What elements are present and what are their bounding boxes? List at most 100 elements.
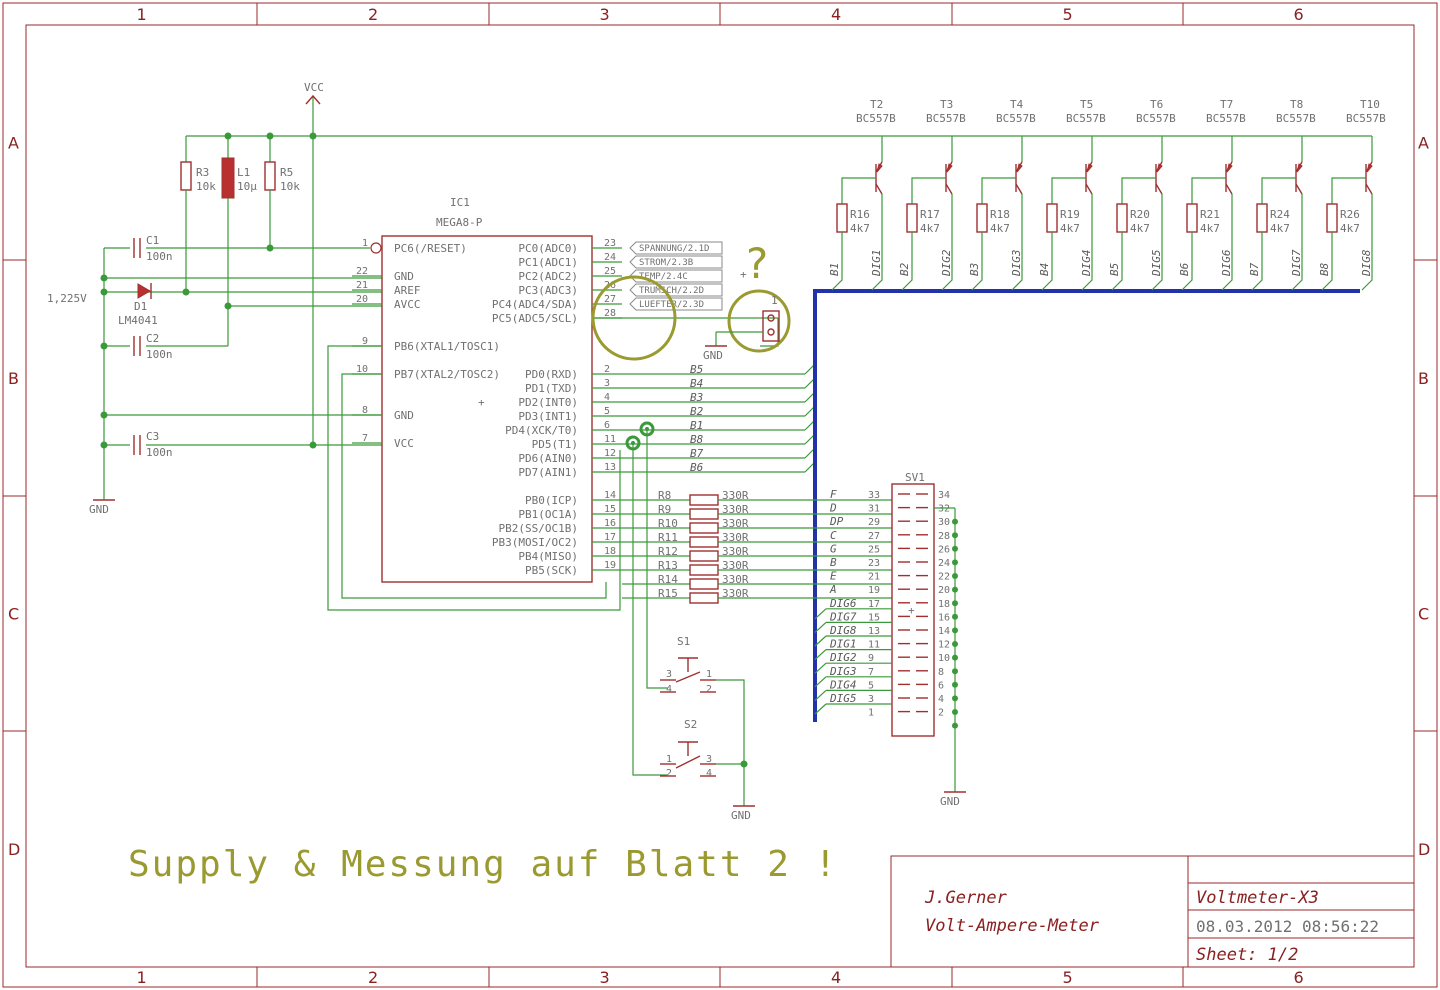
net-tag bbox=[629, 241, 723, 255]
gnd-label-sv1: GND bbox=[940, 795, 960, 808]
switch-s2[interactable]: S2 1 3 2 4 bbox=[660, 718, 716, 779]
pd-net-label: B3 bbox=[690, 391, 703, 404]
sv1-pin-number: 29 bbox=[868, 517, 880, 528]
digit-net-label: DIG1 bbox=[870, 250, 883, 278]
ic1-pin-number: 9 bbox=[362, 336, 368, 347]
svg-text:2: 2 bbox=[666, 768, 672, 779]
resistor-name: R16 bbox=[850, 208, 870, 221]
ic1-pin-number: 1 bbox=[362, 238, 368, 249]
ic1-pin-number: 27 bbox=[604, 294, 616, 305]
description: Volt-Ampere-Meter bbox=[925, 916, 1100, 936]
sv1-pin-number: 9 bbox=[868, 653, 874, 664]
col-label-bottom: 6 bbox=[1294, 968, 1304, 987]
resistor-value: 330R bbox=[722, 587, 749, 600]
pd-net-label: B7 bbox=[690, 447, 704, 460]
ic1-pin-name: PB3(MOSI/OC2) bbox=[492, 536, 578, 549]
pd-net-label: B1 bbox=[690, 419, 703, 432]
base-resistor bbox=[1116, 203, 1128, 233]
sv1-pin-number: 25 bbox=[868, 544, 880, 555]
resistor-value: 4k7 bbox=[990, 222, 1010, 235]
sheet-note: Supply & Messung auf Blatt 2 ! bbox=[128, 844, 838, 885]
adc-net-tags: SPANNUNG/2.1DSTROM/2.3BTEMP/2.4CTRUMSCH/… bbox=[629, 241, 723, 311]
sv1-pin-number: 24 bbox=[938, 558, 950, 569]
ic1-pin-name: PD2(INT0) bbox=[518, 396, 578, 409]
base-net-label: B5 bbox=[1108, 263, 1121, 276]
ic1-pin-number: 6 bbox=[604, 420, 610, 431]
sv1-net-label: DIG3 bbox=[829, 665, 857, 678]
resistor-name: R20 bbox=[1130, 208, 1150, 221]
c1-value: 100n bbox=[146, 250, 173, 263]
sv1-body bbox=[891, 483, 935, 737]
ic1-pin-name: PB6(XTAL1/TOSC1) bbox=[394, 340, 500, 353]
r5-resistor bbox=[264, 161, 276, 191]
vref-label: 1,225V bbox=[47, 292, 87, 305]
base-net-label: B3 bbox=[968, 263, 981, 276]
sv1-pin-number: 27 bbox=[868, 531, 880, 542]
row-label-left: D bbox=[8, 840, 20, 859]
pd-net-label: B5 bbox=[690, 363, 703, 376]
resistor-name: R8 bbox=[658, 489, 671, 502]
digit-net-label: DIG5 bbox=[1150, 250, 1163, 278]
ic1-pin-number: 24 bbox=[604, 252, 616, 263]
resistor-value: 4k7 bbox=[850, 222, 870, 235]
resistor-name: R15 bbox=[658, 587, 678, 600]
svg-text:+: + bbox=[908, 604, 915, 617]
svg-text:4: 4 bbox=[666, 684, 672, 695]
net-tag bbox=[629, 255, 723, 269]
ic1-pin-name: PB7(XTAL2/TOSC2) bbox=[394, 368, 500, 381]
ic1-pin-name: PD4(XCK/T0) bbox=[505, 424, 578, 437]
row-label-right: B bbox=[1418, 369, 1429, 388]
ic1-pin-number: 23 bbox=[604, 238, 616, 249]
ic1-pin-number: 12 bbox=[604, 448, 616, 459]
l1-inductor bbox=[221, 157, 235, 199]
ic1-pin-name: AREF bbox=[394, 284, 421, 297]
resistor-value: 330R bbox=[722, 559, 749, 572]
sv1-pin-number: 7 bbox=[868, 667, 874, 678]
ic1-pin-name: PC2(ADC2) bbox=[518, 270, 578, 283]
ic1-pin-name: PD1(TXD) bbox=[525, 382, 578, 395]
sv1-pin-number: 32 bbox=[938, 504, 950, 515]
row-label-right: D bbox=[1418, 840, 1430, 859]
switch-s1[interactable]: S1 3 1 4 2 bbox=[660, 635, 716, 695]
col-label-top: 4 bbox=[831, 5, 841, 24]
transistor-value: BC557B bbox=[856, 112, 896, 125]
ic1-pin-number: 2 bbox=[604, 364, 610, 375]
sv1-net-label: C bbox=[830, 529, 837, 542]
l1-value: 10µ bbox=[237, 180, 257, 193]
transistor-value: BC557B bbox=[996, 112, 1036, 125]
sv1-pin-number: 20 bbox=[938, 585, 950, 596]
ic1-pin-number: 13 bbox=[604, 462, 616, 473]
date-stamp: 08.03.2012 08:56:22 bbox=[1196, 917, 1379, 936]
net-tag bbox=[629, 297, 723, 311]
base-net-label: B6 bbox=[1178, 262, 1191, 276]
ic1-value: MEGA8-P bbox=[436, 216, 483, 229]
ic1-pin-number: 3 bbox=[604, 378, 610, 389]
ic1-pin-name: PC1(ADC1) bbox=[518, 256, 578, 269]
r5-value: 10k bbox=[280, 180, 300, 193]
digit-net-label: DIG7 bbox=[1290, 249, 1303, 277]
transistor-name: T2 bbox=[870, 98, 883, 111]
transistor-value: BC557B bbox=[1066, 112, 1106, 125]
sv1-pin-number: 23 bbox=[868, 558, 880, 569]
ic1-pin-name: VCC bbox=[394, 437, 414, 450]
resistor-name: R21 bbox=[1200, 208, 1220, 221]
ic1-pin-name: PD7(AIN1) bbox=[518, 466, 578, 479]
ic1-pin-name: PC0(ADC0) bbox=[518, 242, 578, 255]
sv1-pin-number: 6 bbox=[938, 680, 944, 691]
sv1-pin-number: 18 bbox=[938, 599, 950, 610]
base-resistor bbox=[1046, 203, 1058, 233]
frame-grid bbox=[3, 3, 1437, 987]
resistor-value: 330R bbox=[722, 573, 749, 586]
power-section: VCC R3 10k L1 10µ R5 10k bbox=[47, 81, 1372, 611]
resistor-value: 330R bbox=[722, 503, 749, 516]
svg-text:4: 4 bbox=[706, 768, 712, 779]
sv1-net-label: DIG7 bbox=[829, 610, 857, 623]
col-label-top: 3 bbox=[600, 5, 610, 24]
transistor-value: BC557B bbox=[1346, 112, 1386, 125]
